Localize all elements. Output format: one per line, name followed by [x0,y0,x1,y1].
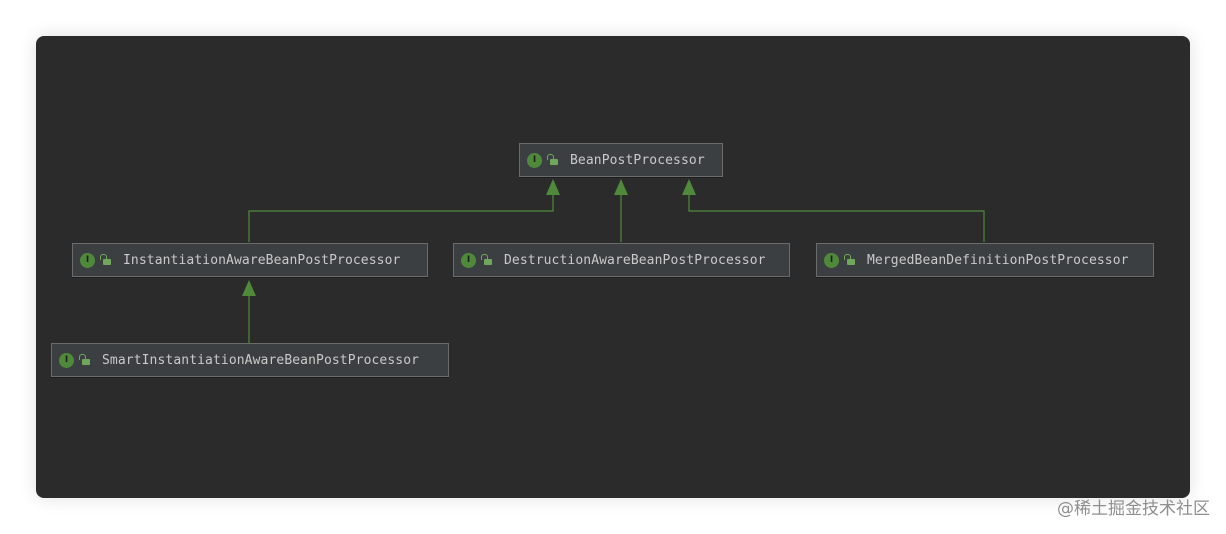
node-destruction-aware-bean-post-processor[interactable]: I DestructionAwareBeanPostProcessor [453,243,790,277]
node-label: SmartInstantiationAwareBeanPostProcessor [102,352,420,368]
diagram-canvas: I BeanPostProcessor I InstantiationAware… [36,36,1190,498]
node-merged-bean-definition-post-processor[interactable]: I MergedBeanDefinitionPostProcessor [816,243,1154,277]
open-lock-icon [99,254,111,266]
interface-icon: I [824,252,839,268]
node-label: BeanPostProcessor [570,152,705,168]
open-lock-icon [480,254,492,266]
node-instantiation-aware-bean-post-processor[interactable]: I InstantiationAwareBeanPostProcessor [72,243,428,277]
edge-arrowhead [242,280,256,296]
open-lock-icon [78,354,90,366]
edge-arrowhead [546,179,560,195]
interface-icon: I [527,152,542,168]
node-label: MergedBeanDefinitionPostProcessor [867,252,1129,268]
edge-iabpp-to-bpp [248,191,554,242]
edge-arrowhead [614,179,628,195]
node-smart-instantiation-aware-bean-post-processor[interactable]: I SmartInstantiationAwareBeanPostProcess… [51,343,449,377]
interface-icon: I [80,252,95,268]
watermark: @稀土掘金技术社区 [1057,499,1210,519]
open-lock-icon [546,154,558,166]
node-bean-post-processor[interactable]: I BeanPostProcessor [519,143,723,177]
edge-mbdpp-to-bpp [688,191,985,242]
interface-icon: I [59,352,74,368]
interface-icon: I [461,252,476,268]
node-label: InstantiationAwareBeanPostProcessor [123,252,401,268]
open-lock-icon [843,254,855,266]
node-label: DestructionAwareBeanPostProcessor [504,252,766,268]
edges-layer [242,179,985,343]
edge-arrowhead [682,179,696,195]
